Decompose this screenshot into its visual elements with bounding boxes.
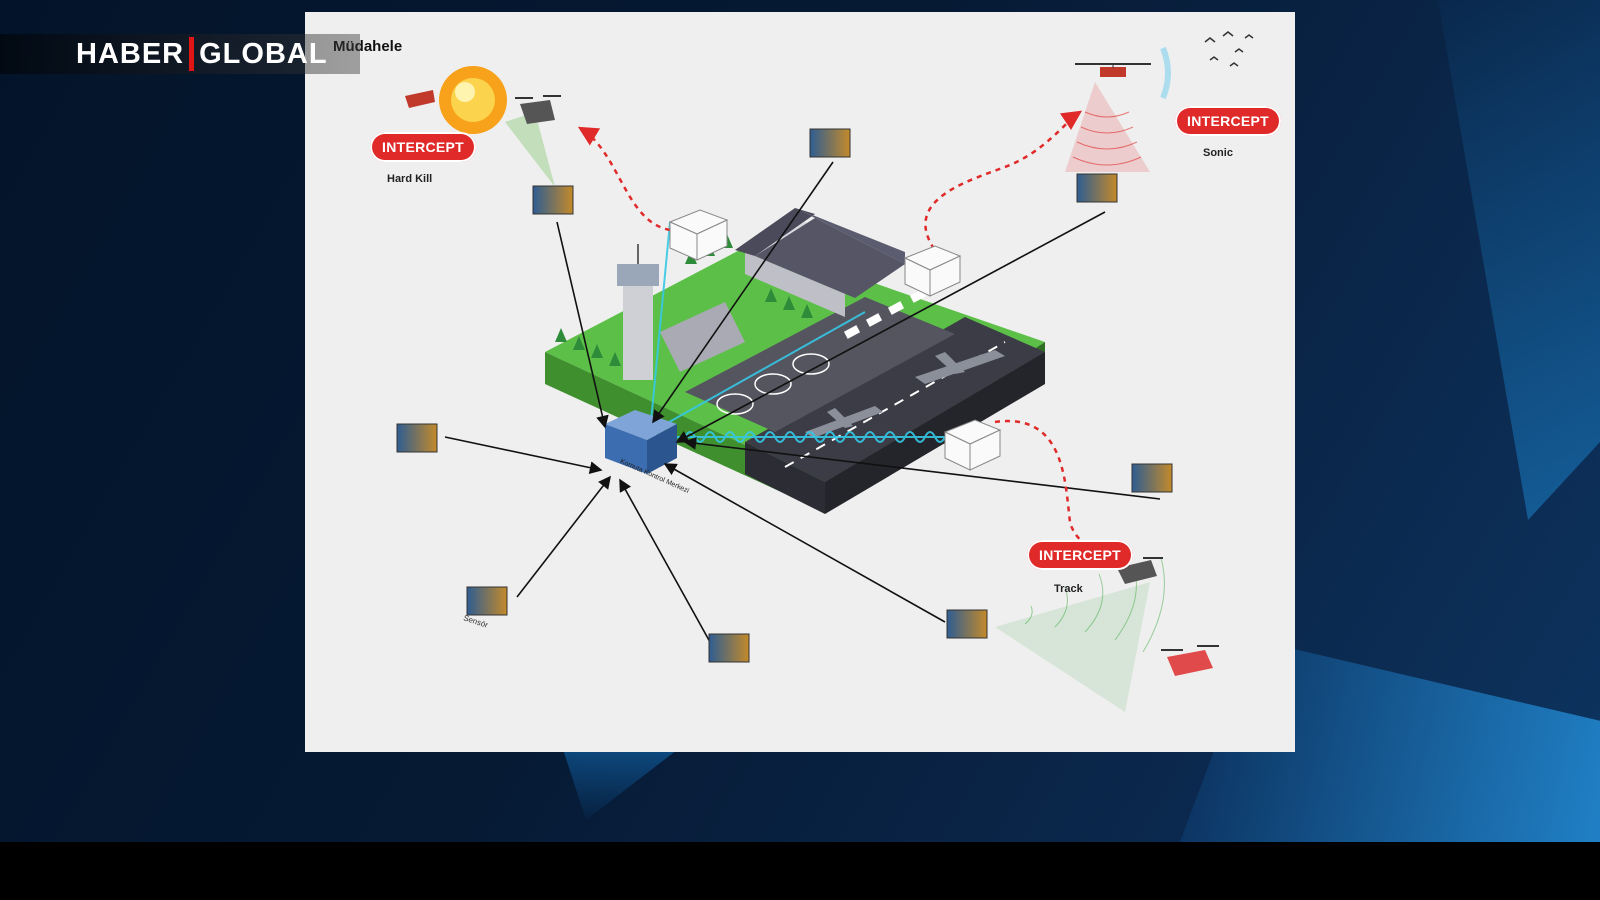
decor-shard bbox=[1438, 0, 1600, 520]
effector-container bbox=[668, 209, 1002, 471]
letterbox-bar bbox=[0, 842, 1600, 900]
hard-kill-scene bbox=[405, 66, 561, 187]
intercept-badge-hard-kill: INTERCEPT bbox=[370, 132, 477, 162]
track-caption: Track bbox=[1054, 583, 1083, 595]
radar-signal-waves bbox=[649, 221, 955, 443]
intercept-paths bbox=[577, 110, 1113, 562]
helipad bbox=[716, 353, 830, 415]
sensor-links bbox=[444, 161, 1161, 643]
hard-kill-caption: Hard Kill bbox=[387, 173, 433, 185]
logo-word-global: GLOBAL bbox=[199, 37, 328, 70]
sonic-caption: Sonic bbox=[1203, 147, 1233, 159]
decor-shard bbox=[560, 740, 690, 820]
track-scene bbox=[995, 557, 1219, 712]
channel-logo: HABER GLOBAL bbox=[0, 34, 360, 74]
intercept-badge-track: INTERCEPT bbox=[1027, 540, 1134, 570]
airport-defense-diagram bbox=[396, 31, 1254, 712]
sonic-scene bbox=[1065, 31, 1254, 172]
presentation-slide: Müdahele INTERCEPT Hard Kill INTERCEPT S… bbox=[305, 12, 1295, 752]
sensor-unit bbox=[396, 128, 1173, 663]
hangar bbox=[735, 208, 905, 317]
aircraft bbox=[805, 350, 1005, 438]
command-center-cube bbox=[605, 410, 677, 474]
logo-word-haber: HABER bbox=[76, 37, 185, 70]
intercept-badge-sonic: INTERCEPT bbox=[1175, 106, 1282, 136]
logo-separator bbox=[189, 37, 195, 71]
